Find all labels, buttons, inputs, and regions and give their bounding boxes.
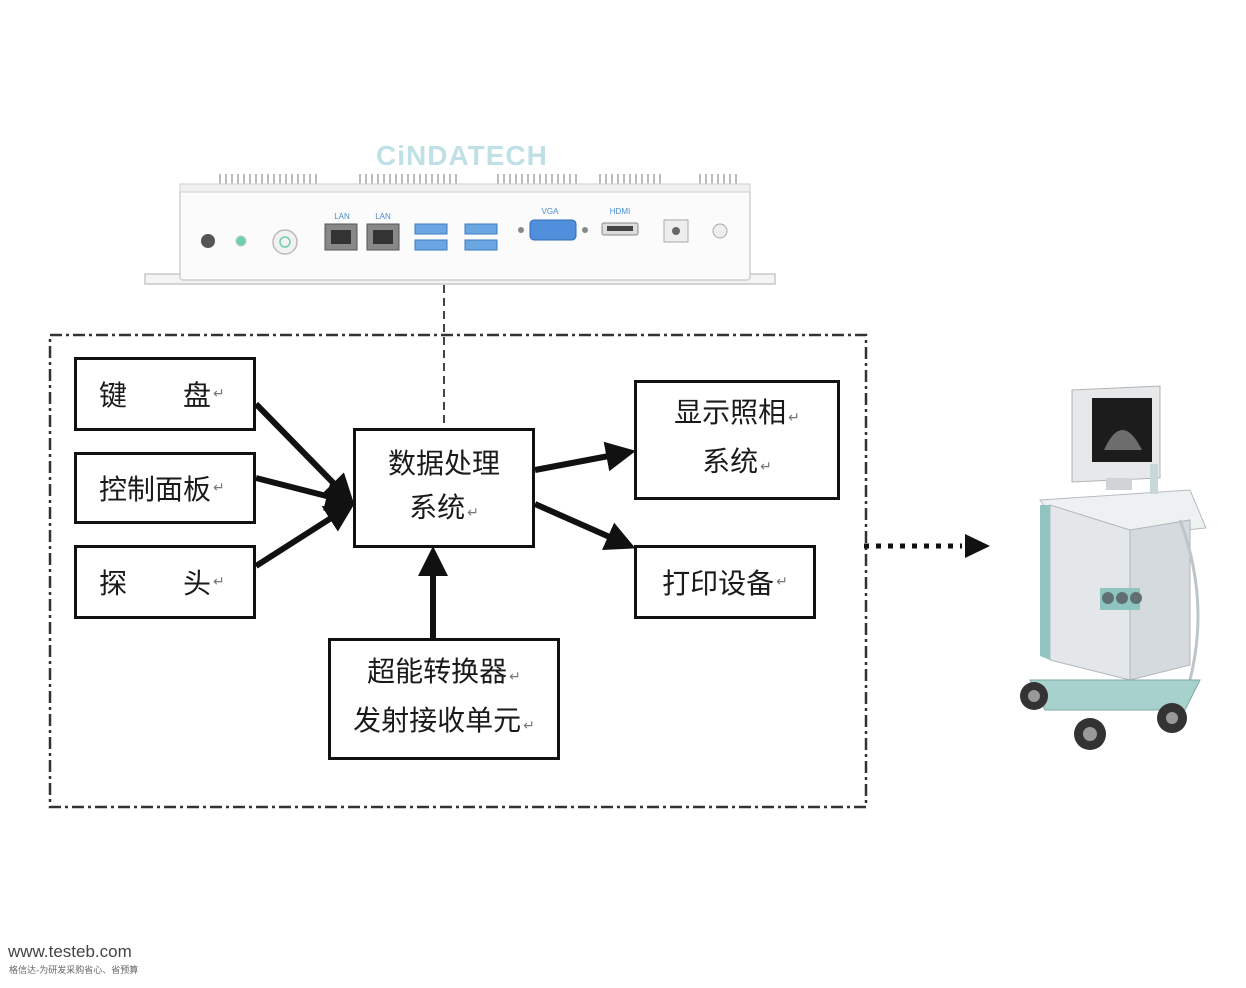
- industrial-pc-image: [144, 174, 776, 285]
- lan-port-label-2: LAN: [375, 212, 391, 221]
- return-mark: ↵: [509, 669, 521, 685]
- probe-label: 探 头: [99, 567, 212, 600]
- keyboard-label: 键 盘: [99, 379, 212, 412]
- return-mark: ↵: [776, 574, 788, 590]
- keyboard-box: 键 盘↵: [74, 357, 256, 431]
- display-line-1: 显示照相: [674, 396, 787, 429]
- transducer-line-1: 超能转换器: [367, 655, 508, 688]
- display-camera-box: 显示照相↵ 系统↵: [634, 380, 840, 500]
- return-mark: ↵: [213, 480, 225, 496]
- arrow-processing-to-printer: [533, 501, 636, 551]
- arrow-panel-to-processing: [255, 475, 356, 511]
- brand-logo: CiNDATECH: [376, 140, 548, 171]
- return-mark: ↵: [467, 504, 479, 521]
- return-mark: ↵: [760, 459, 772, 475]
- return-mark: ↵: [213, 386, 225, 402]
- transducer-line-2: 发射接收单元: [353, 704, 522, 737]
- vga-port-label: VGA: [541, 207, 559, 216]
- processing-line-1: 数据处理: [387, 446, 500, 480]
- display-line-2: 系统: [702, 445, 759, 478]
- hdmi-port-label: HDMI: [609, 207, 631, 216]
- control-panel-label: 控制面板: [99, 473, 212, 506]
- printer-label: 打印设备: [662, 567, 775, 600]
- site-url: www.testeb.com: [8, 942, 132, 961]
- lan-port-label-1: LAN: [334, 212, 350, 221]
- arrow-probe-to-processing: [254, 502, 356, 569]
- arrow-processing-to-display: [534, 441, 636, 473]
- arrow-head-to-machine: [965, 534, 990, 558]
- arrow-keyboard-to-processing: [253, 401, 355, 505]
- transducer-box: 超能转换器↵ 发射接收单元↵: [328, 638, 560, 760]
- control-panel-box: 控制面板↵: [74, 452, 256, 524]
- data-processing-box: 数据处理 系统↵: [353, 428, 535, 548]
- return-mark: ↵: [788, 410, 800, 426]
- return-mark: ↵: [213, 574, 225, 590]
- site-tagline: 格信达-为研发采购省心、省预算: [9, 966, 139, 976]
- return-mark: ↵: [523, 718, 535, 734]
- probe-box: 探 头↵: [74, 545, 256, 619]
- printer-box: 打印设备↵: [634, 545, 816, 619]
- processing-line-2: 系统: [409, 490, 466, 524]
- ultrasound-machine-image: [1020, 385, 1207, 750]
- system-boundary-frame: [48, 333, 868, 809]
